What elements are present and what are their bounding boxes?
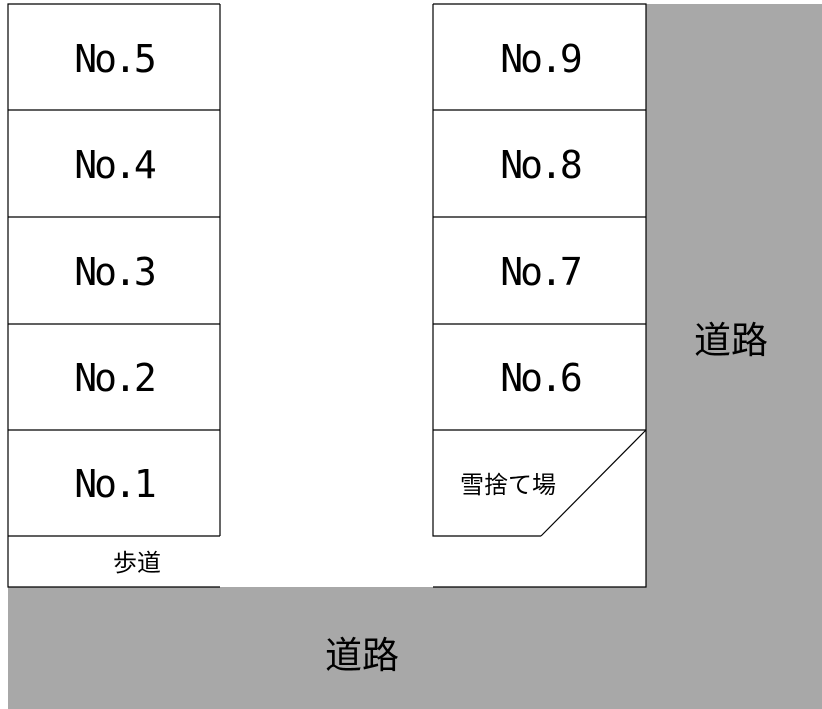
road-bottom-area — [8, 587, 822, 709]
parking-spot-label: No.5 — [74, 37, 154, 81]
parking-spot-label: No.6 — [500, 356, 581, 400]
parking-spot-label: No.2 — [74, 356, 154, 400]
right-spot-column: No.9 No.8 No.7 No.6 雪捨て場 — [432, 4, 647, 537]
right-column-inner-edge — [432, 4, 541, 537]
snow-dump-area-label: 雪捨て場 — [460, 471, 556, 499]
road-bottom-label: 道路 — [325, 634, 399, 677]
parking-spot-label: No.9 — [500, 37, 581, 81]
parking-spot-label: No.7 — [500, 250, 581, 294]
lot-outline-right — [433, 3, 647, 588]
parking-spot-label: No.4 — [74, 143, 156, 187]
parking-spot-label: No.8 — [500, 143, 581, 187]
lot-outline-left — [7, 3, 220, 588]
snow-area-diagonal — [540, 429, 647, 537]
sidewalk-label: 歩道 — [113, 549, 161, 577]
parking-spot-label: No.1 — [74, 462, 155, 506]
left-spot-column: No.5 No.4 No.3 No.2 No.1 — [8, 4, 221, 537]
road-right-label: 道路 — [694, 319, 768, 362]
parking-spot-label: No.3 — [74, 250, 155, 294]
